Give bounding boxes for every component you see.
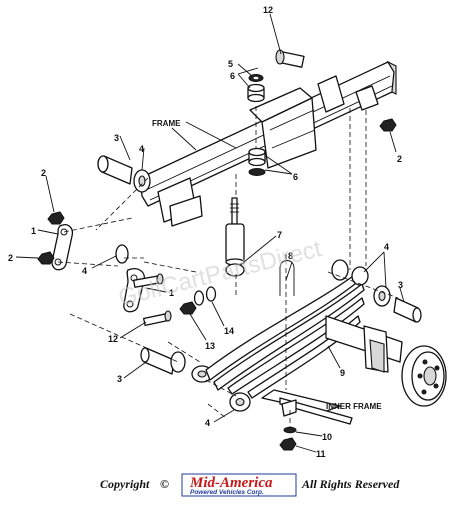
callout-9: 9 bbox=[340, 368, 345, 378]
copyright-symbol: © bbox=[160, 477, 169, 491]
callout-7: 7 bbox=[277, 230, 282, 240]
callout-10: 10 bbox=[322, 432, 332, 442]
callout-6-top: 6 bbox=[230, 71, 235, 81]
left-nut-lower bbox=[37, 251, 55, 265]
lower-front-bushing bbox=[170, 351, 186, 373]
callout-8: 8 bbox=[288, 251, 293, 261]
center-shackle-bushing bbox=[115, 244, 129, 264]
copyright-footer: Copyright © Mid-America Powered Vehicles… bbox=[100, 473, 400, 497]
shock-lower-washers bbox=[179, 286, 217, 315]
callout-11: 11 bbox=[316, 449, 326, 459]
brand-subtitle: Powered Vehicles Corp. bbox=[190, 489, 264, 496]
shackle-bolt-lower bbox=[142, 310, 172, 327]
shock-absorber bbox=[225, 197, 245, 277]
callout-4-left: 4 bbox=[139, 144, 144, 154]
callout-3-right: 3 bbox=[398, 280, 403, 290]
shock-mount-washer bbox=[248, 74, 264, 82]
rights-text: All Rights Reserved bbox=[301, 477, 400, 491]
rear-axle-housing bbox=[325, 315, 403, 373]
callout-2-right: 2 bbox=[397, 154, 402, 164]
frame-rail bbox=[139, 60, 397, 227]
callout-12-top: 12 bbox=[263, 5, 273, 15]
lower-spacer-sleeve bbox=[140, 347, 175, 375]
callout-numbers: 12 5 6 6 3 4 2 2 1 2 7 4 1 12 8 4 3 14 1… bbox=[8, 5, 403, 459]
callout-4-bottom: 4 bbox=[205, 418, 210, 428]
callout-4-right: 4 bbox=[384, 242, 389, 252]
callout-2-left-mid: 2 bbox=[8, 253, 13, 263]
bottom-washer bbox=[283, 426, 297, 434]
right-rear-bushing bbox=[373, 285, 391, 307]
callout-3-bottom: 3 bbox=[117, 374, 122, 384]
spring-lower-bushing bbox=[229, 392, 251, 412]
left-nut-upper bbox=[47, 211, 65, 225]
callout-13: 13 bbox=[205, 341, 215, 351]
left-front-bushing bbox=[133, 169, 151, 193]
upper-bolt bbox=[275, 49, 305, 68]
shackle-bolt-upper bbox=[133, 273, 164, 288]
lower-shock-bushings bbox=[248, 147, 266, 176]
mid-america-logo: Mid-America Powered Vehicles Corp. bbox=[181, 473, 297, 497]
right-frame-nut bbox=[379, 118, 397, 132]
copyright-text: Copyright bbox=[100, 477, 150, 491]
left-spacer-sleeve bbox=[97, 155, 133, 185]
alignment-lines bbox=[57, 106, 399, 428]
brand-name: Mid-America bbox=[189, 475, 273, 491]
callout-5: 5 bbox=[228, 59, 233, 69]
callout-1: 1 bbox=[31, 226, 36, 236]
watermark-text: GolfCartPartsDirect bbox=[116, 235, 325, 312]
callout-2-left-top: 2 bbox=[41, 168, 46, 178]
upper-shock-bushing bbox=[247, 83, 265, 103]
callout-14: 14 bbox=[224, 326, 234, 336]
callout-leaders bbox=[15, 13, 405, 453]
inner-frame-plate bbox=[261, 389, 353, 425]
wheel-hub bbox=[401, 345, 447, 407]
bottom-nut bbox=[279, 437, 297, 451]
callout-6-mid: 6 bbox=[293, 172, 298, 182]
callout-1-mid: 1 bbox=[169, 288, 174, 298]
callout-3-left: 3 bbox=[114, 133, 119, 143]
callout-4-mid: 4 bbox=[82, 266, 87, 276]
u-bolt bbox=[279, 254, 295, 296]
inner-frame-label: INNER FRAME bbox=[326, 402, 382, 411]
right-spacer-sleeve bbox=[393, 297, 422, 323]
callout-12-mid: 12 bbox=[108, 334, 118, 344]
frame-label: FRAME bbox=[152, 119, 181, 128]
